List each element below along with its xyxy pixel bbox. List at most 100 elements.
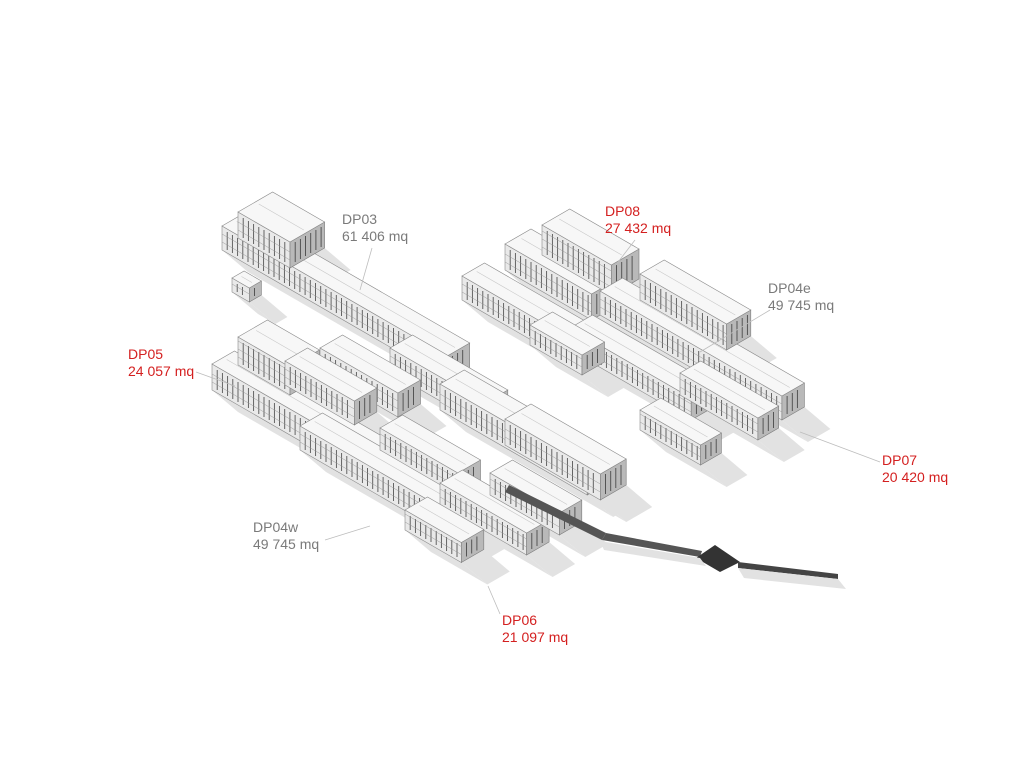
building-block — [541, 208, 640, 296]
label-leader-lines — [195, 239, 881, 615]
floor-line — [439, 488, 527, 540]
label-dp03: DP03 61 406 mq — [342, 211, 408, 245]
floor-line — [379, 441, 459, 488]
building-blocks — [211, 191, 805, 564]
floor-line — [504, 253, 592, 305]
floor-line — [284, 368, 355, 410]
tunnel-shadow — [738, 568, 846, 589]
building-block — [439, 469, 550, 556]
zone-code: DP08 — [605, 203, 641, 219]
zone-code: DP03 — [342, 211, 378, 227]
leader-dp08 — [611, 239, 636, 271]
zone-area: 20 420 mq — [882, 469, 949, 485]
floor-line — [237, 221, 291, 253]
floor-line — [231, 283, 250, 295]
block-shadow — [397, 404, 447, 439]
roof-detail — [559, 218, 622, 256]
underground-corridor — [505, 485, 846, 589]
floor-line — [541, 246, 612, 288]
floor-line — [639, 413, 701, 450]
tunnel-shadow — [600, 541, 706, 566]
roof-detail — [419, 505, 470, 535]
block-shadow — [461, 549, 510, 585]
block-shadow — [249, 295, 288, 324]
roof-detail — [693, 368, 766, 411]
floor-line — [237, 340, 291, 372]
floor-line — [639, 291, 727, 343]
zone-code: DP04w — [253, 519, 299, 535]
roof-detail — [334, 343, 406, 385]
roof-detail — [394, 423, 466, 465]
floor-line — [679, 386, 759, 433]
leader-dp03 — [359, 247, 373, 291]
block-shadow — [700, 453, 748, 487]
block-shadow — [640, 430, 727, 487]
floor-line — [504, 436, 601, 493]
floor-line — [541, 238, 612, 280]
label-dp04e: DP04e 49 745 mq — [768, 280, 834, 314]
floor-line — [379, 433, 459, 480]
block-shadow — [559, 522, 608, 557]
floor-line — [504, 428, 601, 485]
building-block — [504, 403, 627, 501]
building-block — [529, 311, 606, 376]
block-shadow — [781, 407, 831, 442]
roof-detail — [299, 356, 363, 393]
building-block — [284, 347, 378, 426]
tunnel-segment — [505, 485, 606, 540]
roof-detail — [614, 286, 790, 388]
zone-code: DP04e — [768, 280, 811, 296]
floor-line — [237, 356, 291, 388]
leader-dp04e — [699, 309, 771, 353]
block-shadow — [530, 345, 608, 397]
building-block — [639, 397, 723, 466]
roof-detail — [653, 405, 708, 438]
zone-area: 49 745 mq — [253, 536, 320, 552]
floor-line — [529, 336, 583, 368]
roof-detail — [655, 268, 736, 316]
tunnel-node — [696, 545, 740, 572]
zone-area: 61 406 mq — [342, 228, 409, 244]
roof-detail — [521, 413, 610, 465]
floor-line — [639, 283, 727, 335]
floor-line — [489, 486, 560, 528]
label-dp07: DP07 20 420 mq — [882, 452, 948, 486]
floor-line — [529, 328, 583, 360]
floor-line — [404, 521, 462, 555]
floor-line — [599, 298, 783, 405]
floor-line — [404, 513, 462, 547]
label-dp04w: DP04w 49 745 mq — [253, 519, 319, 553]
roof-detail — [454, 478, 535, 525]
leader-dp06 — [487, 585, 501, 615]
zone-area: 27 432 mq — [605, 220, 672, 236]
block-shadow — [440, 410, 614, 517]
floor-line — [504, 261, 592, 313]
floor-line — [639, 421, 701, 458]
block-shadow — [405, 530, 488, 585]
block-shadow — [691, 407, 740, 442]
label-dp06: DP06 21 097 mq — [502, 612, 568, 646]
label-dp08: DP08 27 432 mq — [605, 203, 671, 237]
building-block — [231, 270, 262, 303]
building-block — [639, 259, 752, 351]
floor-line — [679, 378, 759, 425]
roof-detail — [258, 203, 304, 231]
building-block — [237, 191, 326, 269]
roof-detail — [241, 276, 253, 283]
block-shadow — [526, 542, 576, 577]
roof-detail — [314, 421, 464, 508]
building-block — [404, 496, 485, 564]
building-block — [679, 360, 780, 441]
block-shadow — [600, 485, 653, 522]
block-shadow — [582, 362, 631, 397]
zone-area: 21 097 mq — [502, 629, 569, 645]
zone-code: DP06 — [502, 612, 538, 628]
floor-line — [439, 496, 527, 548]
zone-area: 49 745 mq — [768, 297, 835, 313]
tunnel-segment — [738, 562, 838, 579]
floor-line — [237, 348, 291, 380]
leader-dp07 — [799, 431, 881, 463]
tunnel-segment — [602, 533, 702, 557]
